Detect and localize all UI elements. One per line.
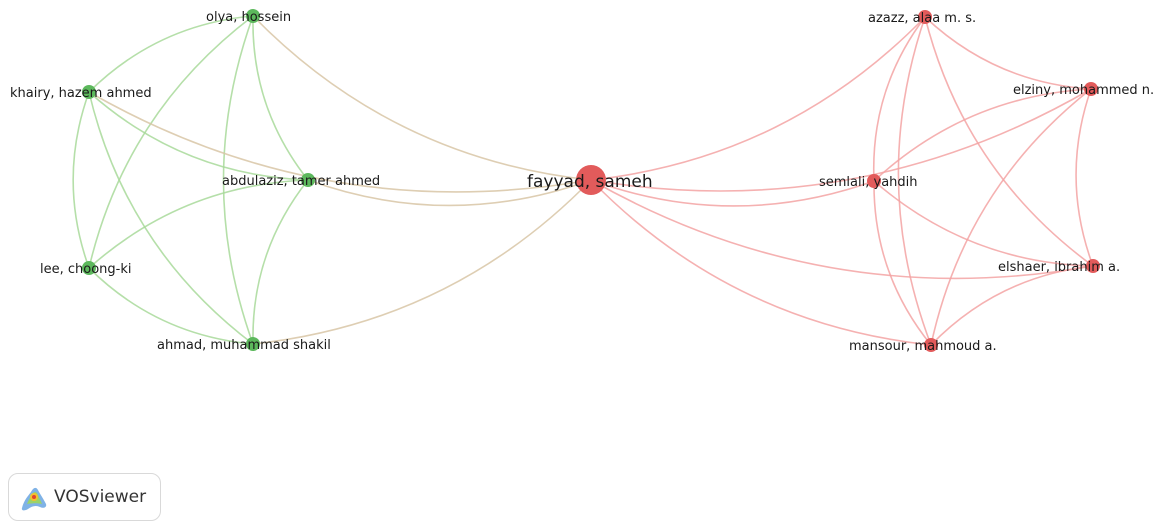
node-khairy[interactable]: [82, 85, 96, 99]
link-khairy-fayyad: [88, 91, 592, 193]
node-elziny[interactable]: [1084, 82, 1098, 96]
link-abdulaziz-lee: [88, 179, 309, 269]
link-fayyad-elshaer: [590, 179, 1094, 280]
link-semlali-mansour: [873, 180, 932, 346]
vosviewer-logo-icon: [21, 487, 47, 511]
link-elziny-elshaer: [1075, 88, 1094, 267]
node-azazz[interactable]: [918, 10, 932, 24]
node-label-fayyad[interactable]: fayyad, sameh: [527, 172, 653, 192]
link-olya-khairy: [88, 15, 254, 93]
link-lee-ahmad: [88, 267, 254, 345]
link-elziny-mansour: [930, 88, 1092, 346]
link-abdulaziz-ahmad: [252, 179, 309, 345]
link-semlali-elshaer: [873, 180, 1094, 267]
link-azazz-elziny: [924, 16, 1092, 90]
node-label-elziny[interactable]: elziny, mohammed n.: [1013, 83, 1154, 98]
node-olya[interactable]: [246, 9, 260, 23]
vosviewer-brand-label: VOSviewer: [54, 487, 147, 507]
node-label-abdulaziz[interactable]: abdulaziz, tamer ahmed: [222, 174, 380, 189]
link-azazz-elshaer: [924, 16, 1094, 267]
node-ahmad[interactable]: [246, 337, 260, 351]
link-ahmad-fayyad: [252, 179, 592, 345]
vosviewer-badge[interactable]: VOSviewer: [8, 473, 161, 521]
link-fayyad-semlali: [590, 179, 875, 207]
link-fayyad-elziny: [590, 88, 1092, 192]
link-azazz-mansour: [897, 16, 932, 346]
edges-layer: [72, 15, 1094, 346]
link-fayyad-mansour: [590, 179, 932, 346]
link-abdulaziz-fayyad: [307, 179, 592, 207]
node-elshaer[interactable]: [1086, 259, 1100, 273]
link-olya-abdulaziz: [252, 15, 309, 181]
link-olya-ahmad: [222, 15, 254, 345]
link-olya-fayyad: [252, 15, 592, 181]
node-label-mansour[interactable]: mansour, mahmoud a.: [849, 339, 997, 354]
node-semlali[interactable]: [867, 174, 881, 188]
link-fayyad-azazz: [590, 16, 926, 181]
node-label-ahmad[interactable]: ahmad, muhammad shakil: [157, 338, 331, 353]
link-azazz-semlali: [872, 16, 926, 182]
node-fayyad[interactable]: [576, 165, 606, 195]
link-elshaer-mansour: [930, 265, 1094, 346]
nodes-layer: [82, 9, 1100, 352]
link-khairy-abdulaziz: [88, 91, 309, 181]
node-label-olya[interactable]: olya, hossein: [206, 10, 291, 25]
link-olya-lee: [88, 15, 254, 269]
node-label-lee[interactable]: lee, choong-ki: [40, 262, 132, 277]
link-khairy-lee: [72, 91, 90, 269]
node-lee[interactable]: [82, 261, 96, 275]
link-khairy-ahmad: [88, 91, 254, 345]
labels-layer: olya, hossein khairy, hazem ahmed abdulazi…: [10, 10, 1154, 354]
node-mansour[interactable]: [924, 338, 938, 352]
link-elziny-semlali: [873, 88, 1092, 182]
node-label-elshaer[interactable]: elshaer, ibrahim a.: [998, 260, 1120, 275]
node-label-semlali[interactable]: semlali, yahdih: [819, 175, 918, 190]
node-label-khairy[interactable]: khairy, hazem ahmed: [10, 86, 152, 101]
node-abdulaziz[interactable]: [301, 173, 315, 187]
node-label-azazz[interactable]: azazz, alaa m. s.: [868, 11, 976, 26]
